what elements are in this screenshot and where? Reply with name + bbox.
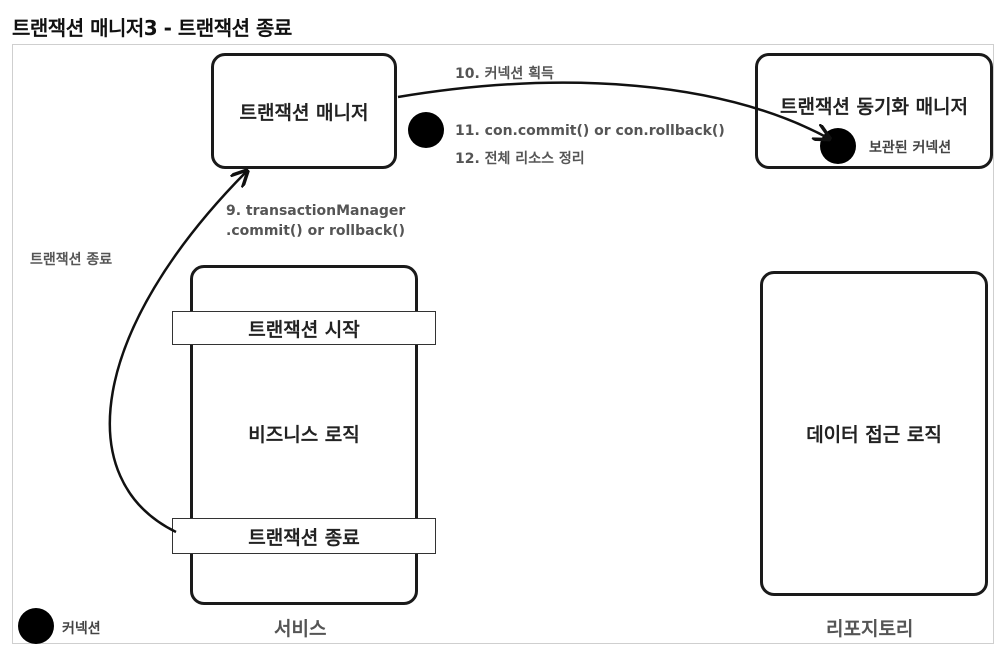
step10-label: 10. 커넥션 획득 <box>455 66 554 82</box>
connection-dot-manager <box>408 112 444 148</box>
sync-manager-label: 트랜잭션 동기화 매니저 <box>779 95 969 118</box>
data-access-box: 데이터 접근 로직 <box>760 271 988 596</box>
step9-label: 9. transactionManager .commit() or rollb… <box>226 201 405 241</box>
diagram-title: 트랜잭션 매니저3 - 트랜잭션 종료 <box>12 16 292 40</box>
service-label: 서비스 <box>274 618 327 640</box>
tx-start-band: 트랜잭션 시작 <box>172 311 436 345</box>
step11-label: 11. con.commit() or con.rollback() <box>455 123 725 139</box>
tx-end-side-label: 트랜잭션 종료 <box>30 252 113 268</box>
step12-label: 12. 전체 리소스 정리 <box>455 151 585 167</box>
stored-connection-dot <box>820 128 856 164</box>
step9-line2: .commit() or rollback() <box>226 223 405 239</box>
connection-legend-label: 커넥션 <box>62 621 101 637</box>
repository-label: 리포지토리 <box>826 618 914 640</box>
business-logic-label: 비즈니스 로직 <box>248 423 360 446</box>
tx-end-band: 트랜잭션 종료 <box>172 518 436 554</box>
step9-line1: 9. transactionManager <box>226 203 406 219</box>
stored-connection-label: 보관된 커넥션 <box>869 140 952 156</box>
diagram-frame <box>12 44 994 644</box>
transaction-manager-box: 트랜잭션 매니저 <box>211 53 397 169</box>
transaction-manager-label: 트랜잭션 매니저 <box>239 101 369 124</box>
data-access-label: 데이터 접근 로직 <box>806 424 942 446</box>
connection-legend-dot <box>18 608 54 644</box>
